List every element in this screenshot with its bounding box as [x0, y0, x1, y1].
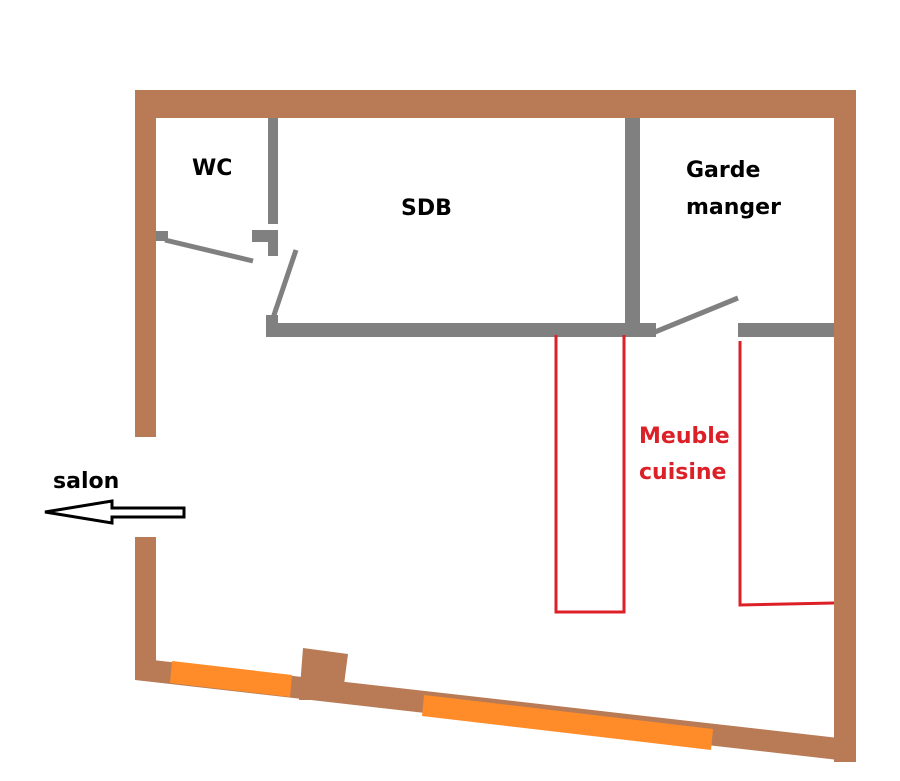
window-right: [422, 695, 713, 750]
sdb-door: [270, 249, 299, 319]
sdb-label: SDB: [401, 196, 452, 221]
doors: [164, 237, 739, 335]
meuble-cuisine-label-line1: Meuble: [639, 424, 730, 449]
salon-label: salon: [53, 469, 119, 494]
garde-manger-door: [654, 295, 739, 335]
kitchen-furniture: [554, 335, 835, 614]
kitchen-counter-left: [554, 335, 626, 614]
garde-bottom-wall: [738, 323, 834, 337]
garde-manger-label-line1: Garde: [686, 158, 760, 183]
wc-door-jamb-left: [156, 231, 168, 241]
chimney-block: [299, 648, 348, 700]
left-exterior-wall-upper: [135, 90, 156, 437]
meuble-cuisine-label-line2: cuisine: [639, 460, 726, 485]
wc-label: WC: [192, 156, 232, 181]
left-exterior-wall-lower: [135, 537, 156, 680]
wc-sdb-partition: [268, 118, 278, 224]
exterior-walls: [135, 90, 856, 762]
wc-door-post: [268, 230, 278, 256]
sdb-bottom-wall: [266, 323, 656, 337]
salon-arrow-icon: [44, 499, 186, 525]
windows: [170, 661, 713, 750]
right-exterior-wall: [834, 90, 856, 762]
top-exterior-wall: [135, 90, 856, 118]
kitchen-counter-right: [738, 341, 835, 607]
wc-door: [164, 237, 254, 264]
garde-manger-label-line2: manger: [686, 195, 781, 220]
sdb-garde-partition: [625, 118, 640, 337]
window-left: [170, 661, 292, 697]
interior-walls: [156, 118, 834, 337]
